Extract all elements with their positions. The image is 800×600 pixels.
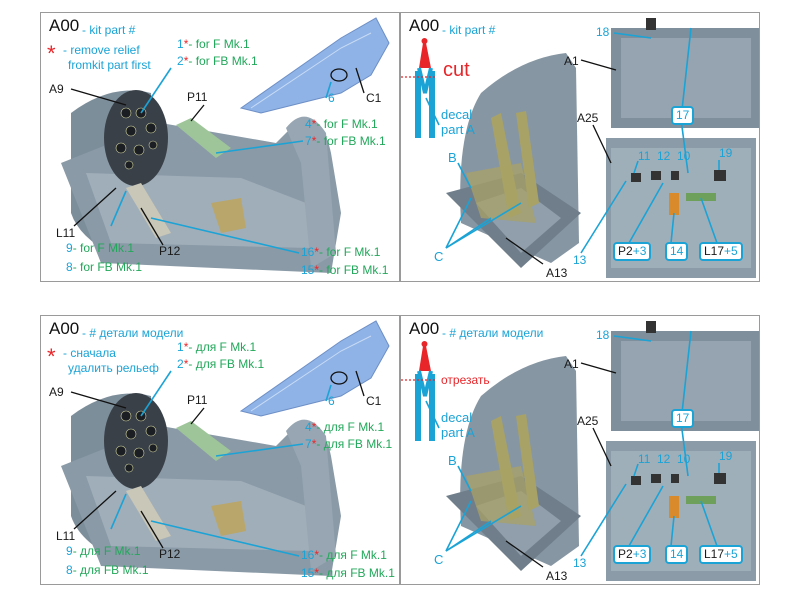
part-code-legend: - kit part # — [82, 23, 136, 37]
callout-18: 18 — [596, 25, 610, 39]
decal-label-line-1: decal — [441, 410, 473, 425]
part-code-legend: - kit part # — [442, 23, 496, 37]
callout-16: 16*- для F Mk.1 — [301, 548, 387, 562]
callout-9: 9- для F Mk.1 — [66, 544, 141, 558]
callout-8: 8- для FB Mk.1 — [66, 563, 149, 577]
instruction-panel-russian-cockpit: A00 - # детали модели * - сначала удалит… — [40, 315, 400, 585]
decal-label-line-2: part A — [441, 425, 475, 440]
seat-and-sidewall-illustration — [401, 321, 759, 581]
part-code-label: A00 — [49, 319, 80, 338]
callout-l17: L17+5 — [699, 242, 743, 261]
callout-19: 19 — [719, 146, 733, 160]
decal-cut-icon — [401, 341, 437, 441]
callout-1: 1*- для F Mk.1 — [177, 340, 257, 354]
part-label-l11: L11 — [56, 226, 76, 240]
callout-11: 11 — [638, 452, 651, 466]
callout-c: C — [434, 249, 444, 264]
part-code-legend: - # детали модели — [82, 326, 184, 340]
part-code-label: A00 — [409, 16, 440, 35]
callout-19: 19 — [719, 449, 733, 463]
cut-label: отрезать — [441, 373, 490, 387]
part-label-a9: A9 — [49, 82, 64, 96]
callout-l17: L17+5 — [699, 545, 743, 564]
callout-14: 14 — [665, 242, 689, 261]
callout-16: 16*- for F Mk.1 — [301, 245, 381, 259]
part-code-legend: - # детали модели — [442, 326, 544, 340]
callout-c: C — [434, 552, 444, 567]
cockpit-illustration — [61, 320, 390, 576]
cockpit-illustration — [61, 17, 390, 273]
part-label-c1: C1 — [366, 394, 382, 408]
part-label-p12: P12 — [159, 547, 181, 561]
asterisk-icon: * — [47, 344, 56, 369]
part-label-a1: A1 — [564, 54, 579, 68]
instruction-panel-english-seat: A00 - kit part # cut decal part A B C A1… — [400, 12, 760, 282]
part-label-c1: C1 — [366, 91, 382, 105]
decal-label-line-2: part A — [441, 122, 475, 137]
callout-17: 17 — [671, 409, 695, 428]
callout-9: 9- for F Mk.1 — [66, 241, 135, 255]
callout-13: 13 — [573, 253, 587, 267]
part-label-a25: A25 — [577, 414, 599, 428]
callout-15: 15*- для FB Mk.1 — [301, 566, 395, 580]
callout-7: 7*- для FB Mk.1 — [305, 437, 393, 451]
callout-18: 18 — [596, 328, 610, 342]
callout-12: 12 — [657, 452, 671, 466]
callout-2: 2*- для FB Mk.1 — [177, 357, 265, 371]
instruction-panel-english-cockpit: A00 - kit part # * - remove relief fromk… — [40, 12, 400, 282]
callout-11: 11 — [638, 149, 651, 163]
callout-6: 6 — [328, 91, 335, 105]
note-line-1: - remove relief — [63, 43, 140, 57]
callout-10: 10 — [677, 452, 691, 466]
cut-label: cut — [443, 59, 470, 81]
callout-1: 1*- for F Mk.1 — [177, 37, 250, 51]
seat-and-sidewall-illustration — [401, 18, 759, 278]
asterisk-icon: * — [47, 41, 56, 66]
callout-b: B — [448, 453, 457, 468]
callout-2: 2*- for FB Mk.1 — [177, 54, 258, 68]
part-label-a25: A25 — [577, 111, 599, 125]
callout-12: 12 — [657, 149, 671, 163]
callout-8: 8- for FB Mk.1 — [66, 260, 143, 274]
instruction-panel-russian-seat: A00 - # детали модели отрезать decal par… — [400, 315, 760, 585]
part-label-p11: P11 — [187, 90, 208, 104]
callout-14: 14 — [665, 545, 689, 564]
part-label-a13: A13 — [546, 569, 568, 583]
part-label-p12: P12 — [159, 244, 181, 258]
callout-4: 4*- for F Mk.1 — [305, 117, 378, 131]
callout-b: B — [448, 150, 457, 165]
part-code-label: A00 — [409, 319, 440, 338]
callout-15: 15*- for FB Mk.1 — [301, 263, 389, 277]
part-label-a9: A9 — [49, 385, 64, 399]
callout-p2: P2+3 — [613, 242, 652, 261]
note-line-2: удалить рельеф — [68, 361, 159, 375]
callout-13: 13 — [573, 556, 587, 570]
callout-6: 6 — [328, 394, 335, 408]
part-code-label: A00 — [49, 16, 80, 35]
decal-cut-icon — [401, 38, 437, 138]
note-line-1: - сначала — [63, 346, 116, 360]
part-label-p11: P11 — [187, 393, 208, 407]
note-line-2: fromkit part first — [68, 58, 151, 72]
callout-7: 7*- for FB Mk.1 — [305, 134, 386, 148]
callout-10: 10 — [677, 149, 691, 163]
callout-4: 4*- для F Mk.1 — [305, 420, 385, 434]
part-label-l11: L11 — [56, 529, 76, 543]
callout-p2: P2+3 — [613, 545, 652, 564]
callout-17: 17 — [671, 106, 695, 125]
decal-label-line-1: decal — [441, 107, 473, 122]
part-label-a13: A13 — [546, 266, 568, 280]
part-label-a1: A1 — [564, 357, 579, 371]
